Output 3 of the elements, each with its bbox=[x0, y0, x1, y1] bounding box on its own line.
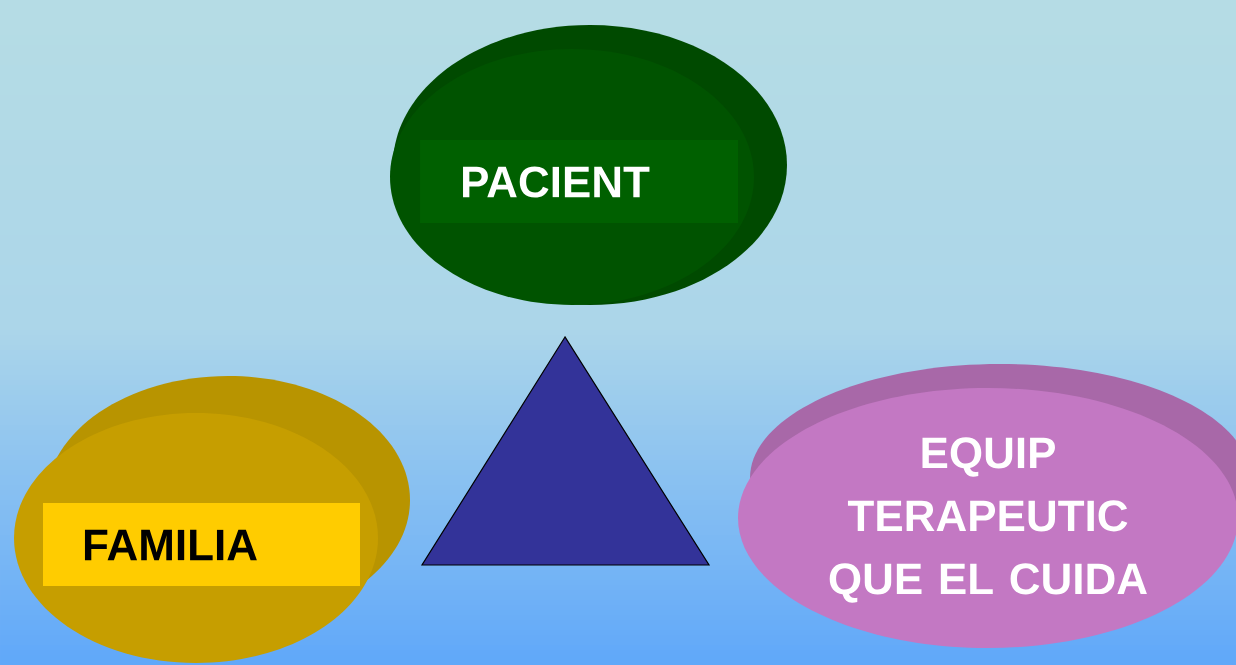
ellipse-node: EQUIP TERAPEUTIC QUE EL CUIDA bbox=[738, 364, 1236, 648]
ellipse-node: FAMILIA bbox=[14, 376, 410, 663]
ellipse-node: PACIENT bbox=[390, 25, 787, 305]
